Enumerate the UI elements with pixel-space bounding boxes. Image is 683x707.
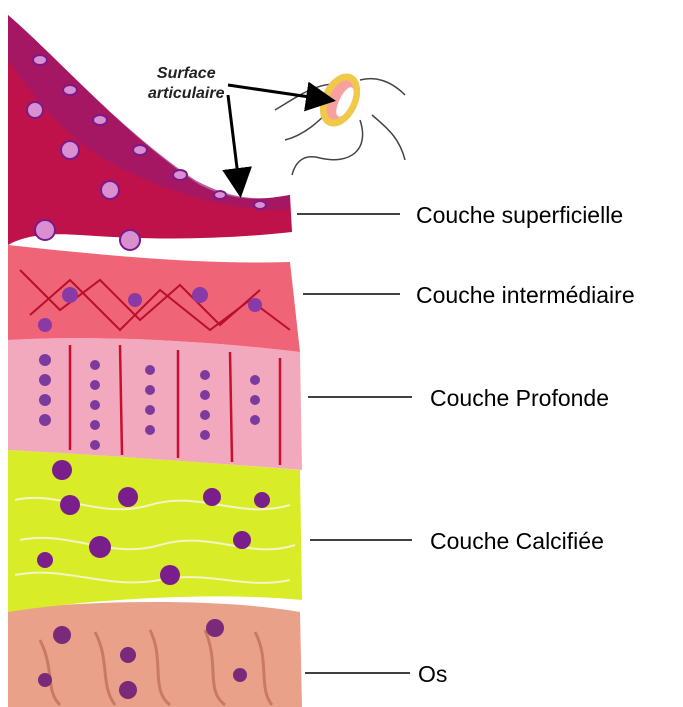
leader-lines bbox=[297, 214, 412, 673]
label-couche-calcifiee: Couche Calcifiée bbox=[430, 528, 604, 555]
surface-line2: articulaire bbox=[148, 84, 224, 104]
arrow-to-joint bbox=[228, 85, 330, 100]
arrow-to-surface bbox=[228, 95, 240, 192]
label-couche-intermediaire: Couche intermédiaire bbox=[416, 282, 635, 309]
surface-articulaire-label: Surface articulaire bbox=[148, 64, 224, 104]
label-couche-profonde: Couche Profonde bbox=[430, 385, 609, 412]
layer-calcifiee bbox=[8, 450, 302, 612]
label-os: Os bbox=[418, 661, 447, 688]
joint-illustration bbox=[275, 67, 405, 175]
label-couche-superficielle: Couche superficielle bbox=[416, 202, 623, 229]
layer-superficielle bbox=[8, 15, 292, 245]
surface-line1: Surface bbox=[148, 64, 224, 84]
